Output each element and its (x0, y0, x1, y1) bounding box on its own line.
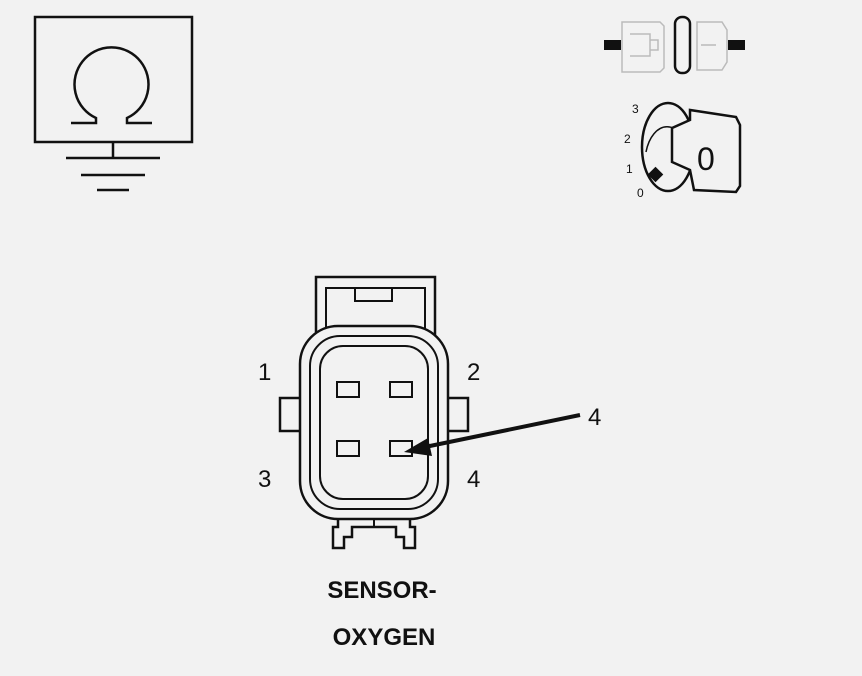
pin-label-1: 1 (258, 359, 271, 386)
pin-cavity-2 (389, 381, 413, 398)
connector-name-line2: OXYGEN (333, 624, 436, 651)
ignition-position-1: 1 (626, 162, 633, 176)
pin-cavity-1 (336, 381, 360, 398)
disconnect-connector-icon (604, 15, 745, 75)
ignition-key-label: 0 (697, 141, 715, 177)
callout-arrow (404, 413, 581, 456)
pin-cavity-3 (336, 440, 360, 457)
ignition-position-3: 3 (632, 102, 639, 116)
ignition-key-icon: 3 2 1 0 0 (624, 101, 742, 200)
pin-label-3: 3 (258, 466, 271, 493)
connector-name-line1: SENSOR- (327, 577, 436, 604)
oxygen-sensor-connector (278, 275, 470, 550)
ignition-position-0: 0 (637, 186, 644, 200)
ohm-ground-icon (33, 15, 194, 192)
pin-label-2: 2 (467, 359, 480, 386)
pin-label-4: 4 (467, 466, 480, 493)
callout-label: 4 (588, 404, 601, 431)
ignition-position-2: 2 (624, 132, 631, 146)
